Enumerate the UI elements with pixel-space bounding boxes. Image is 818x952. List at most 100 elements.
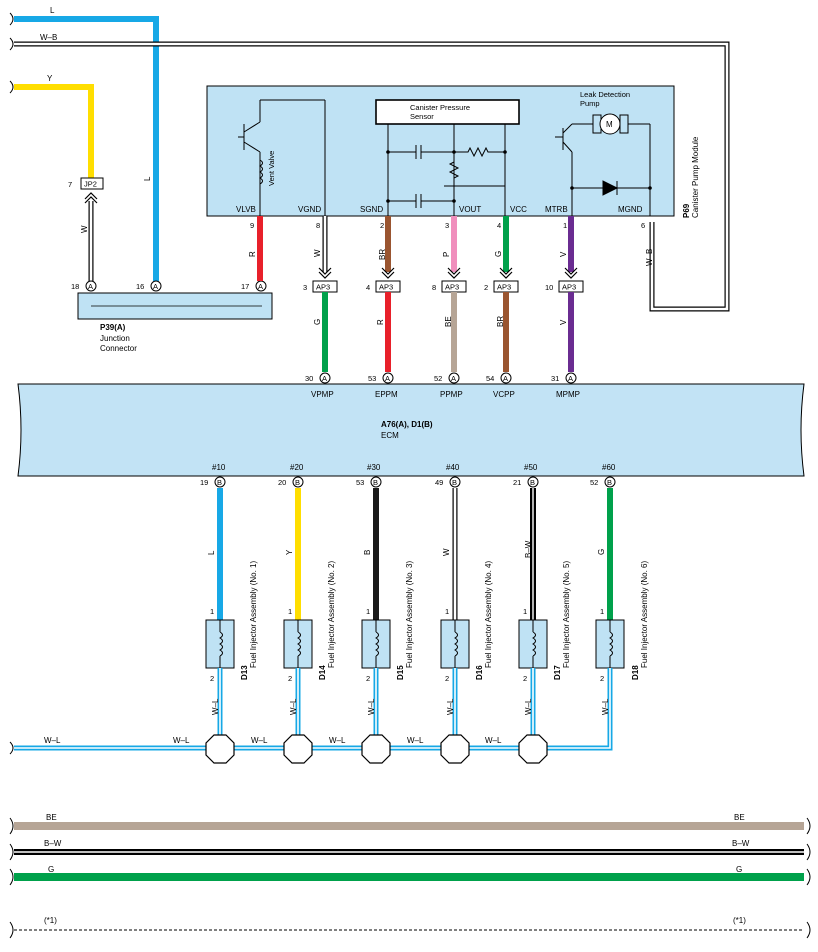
svg-text:B: B [373,478,378,487]
svg-text:W–L: W–L [251,736,268,745]
svg-text:52: 52 [590,478,598,487]
svg-text:1: 1 [445,607,449,616]
junction-name-1: Junction [100,334,130,343]
svg-text:1: 1 [210,607,214,616]
jp2-wire-label: W [80,225,89,233]
svg-text:1: 1 [600,607,604,616]
svg-text:2: 2 [288,674,292,683]
svg-text:1: 1 [366,607,370,616]
svg-text:3: 3 [303,283,307,292]
svg-text:B: B [363,550,372,555]
svg-text:W–L: W–L [446,698,455,715]
svg-text:D17: D17 [553,665,562,680]
junction-code: P39(A) [100,323,126,332]
svg-text:EPPM: EPPM [375,390,398,399]
svg-text:1: 1 [523,607,527,616]
svg-text:A: A [258,282,263,291]
svg-text:V: V [559,319,568,325]
module-pin-labels: VLVB VGND SGND VOUT VCC MTRB MGND [236,205,643,214]
svg-text:BR: BR [496,316,505,327]
ecm-code: A76(A), D1(B) [381,420,433,429]
svg-text:B–W: B–W [44,839,62,848]
svg-text:30: 30 [305,374,313,383]
motor-icon [599,113,621,135]
svg-text:A: A [568,374,573,383]
svg-text:V: V [559,251,568,257]
svg-text:2: 2 [366,674,370,683]
bottom-wire-g: G G [9,865,811,886]
svg-text:W–L: W–L [44,736,61,745]
svg-text:49: 49 [435,478,443,487]
svg-text:G: G [597,549,606,555]
ecm-top-pins: A 30 VPMP A 53 EPPM A 52 PPMP A 54 VCPP … [305,372,580,399]
svg-text:L: L [207,550,216,555]
jp2-label: JP2 [84,180,97,189]
svg-text:VOUT: VOUT [459,205,481,214]
svg-text:BR: BR [378,249,387,260]
svg-text:W–L: W–L [173,736,190,745]
svg-text:VPMP: VPMP [311,390,334,399]
svg-text:54: 54 [486,374,494,383]
svg-text:A: A [153,282,158,291]
svg-text:#20: #20 [290,463,304,472]
ecm-box [17,383,805,477]
svg-text:D15: D15 [396,665,405,680]
svg-text:AP3: AP3 [379,283,393,292]
svg-text:4: 4 [366,283,370,292]
svg-text:10: 10 [545,283,553,292]
sensor-name-1: Canister Pressure [410,103,470,112]
svg-text:(*1): (*1) [733,916,746,925]
svg-text:B: B [530,478,535,487]
svg-text:MPMP: MPMP [556,390,580,399]
svg-text:P: P [442,252,451,257]
svg-text:VCC: VCC [510,205,527,214]
svg-text:G: G [313,319,322,325]
svg-text:4: 4 [497,221,501,230]
svg-text:R: R [248,251,257,257]
bottom-wire-dashed: (*1) (*1) [9,916,811,939]
svg-text:B: B [452,478,457,487]
svg-text:G: G [48,865,54,874]
injector-wire-labels: L Y B W B–W G [207,540,606,558]
svg-text:W: W [313,249,322,257]
svg-text:18: 18 [71,282,79,291]
bottom-wire-be: BE BE [9,813,811,835]
svg-text:2: 2 [600,674,604,683]
junction-pins: A 18 A 16 A 17 [71,280,267,292]
svg-text:D13: D13 [240,665,249,680]
svg-text:21: 21 [513,478,521,487]
svg-text:D18: D18 [631,665,640,680]
svg-text:W–L: W–L [601,698,610,715]
svg-text:17: 17 [241,282,249,291]
svg-text:1: 1 [288,607,292,616]
injector-5: 1 2 D17 Fuel Injector Assembly (No. 5) [518,561,571,683]
svg-text:8: 8 [316,221,320,230]
svg-text:#30: #30 [367,463,381,472]
ground-bus-labels: W–L W–L W–L W–L W–L W–L [44,736,502,745]
svg-text:19: 19 [200,478,208,487]
junction-name-2: Connector [100,344,137,353]
svg-text:A: A [503,374,508,383]
leak-pump-circuit [555,114,651,216]
jp2-connector [80,177,104,190]
svg-text:Fuel Injector Assembly (No. 6): Fuel Injector Assembly (No. 6) [640,561,649,668]
svg-text:VLVB: VLVB [236,205,256,214]
sensor-nodes [386,150,507,203]
svg-text:B–W: B–W [732,839,750,848]
svg-text:53: 53 [368,374,376,383]
svg-text:#40: #40 [446,463,460,472]
svg-text:A: A [322,374,327,383]
svg-text:G: G [494,251,503,257]
svg-text:VCPP: VCPP [493,390,515,399]
svg-text:2: 2 [380,221,384,230]
pump-module-name: Canister Pump Module [691,136,700,218]
svg-text:Fuel Injector Assembly (No. 1): Fuel Injector Assembly (No. 1) [249,561,258,668]
wire-l-vertical-label: L [143,176,152,181]
svg-text:W: W [442,548,451,556]
svg-text:D14: D14 [318,665,327,680]
svg-text:#50: #50 [524,463,538,472]
svg-text:2: 2 [523,674,527,683]
injector-1: 1 2 D13 Fuel Injector Assembly (No. 1) [205,561,258,683]
svg-text:W–L: W–L [407,736,424,745]
